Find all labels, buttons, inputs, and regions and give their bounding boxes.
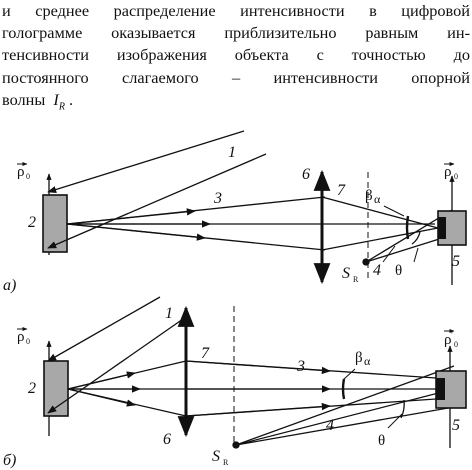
label-rho-left-a: ρ bbox=[17, 164, 25, 180]
label-rho-right-b: ρ bbox=[444, 332, 452, 348]
label-camera-5-a: 5 bbox=[452, 253, 460, 270]
camera-sensor-a bbox=[438, 217, 446, 239]
label-source-S-a: S bbox=[342, 265, 350, 282]
pointer-beta-a bbox=[383, 205, 405, 217]
object-a bbox=[42, 194, 68, 253]
ray-upper-arrow-a bbox=[66, 208, 196, 225]
conv-lower-a bbox=[321, 227, 439, 251]
pointer-theta-a bbox=[413, 247, 419, 263]
label-rho-right-sub-a: 0 bbox=[454, 172, 458, 181]
scheme-a-labels: 2 1 3 6 7 5 4 а) S R β α θ ρ 0 ρ ′ 0 bbox=[3, 144, 460, 294]
label-rho-right-sub-b: 0 bbox=[454, 340, 458, 349]
label-beta-a: β bbox=[365, 188, 373, 204]
ray-lower-arrow-b bbox=[67, 388, 136, 407]
intensity-subscript: R bbox=[58, 101, 65, 113]
label-lens-6-a: 6 bbox=[302, 166, 310, 183]
pointer-beta-b bbox=[343, 368, 356, 380]
paragraph-line-5: волны IR . bbox=[2, 89, 470, 118]
label-rho-left-b: ρ bbox=[17, 329, 25, 345]
label-lens-7-a: 7 bbox=[337, 182, 346, 199]
ray-1-upper-b bbox=[47, 296, 161, 362]
ref-ray-3-b bbox=[235, 406, 455, 446]
label-panel-b: б) bbox=[3, 452, 16, 469]
paragraph-line-5-suffix: . bbox=[69, 89, 74, 109]
paragraph-line-1: и среднее распределение интенсивности в … bbox=[2, 1, 470, 20]
label-rho-left-sub-a: 0 bbox=[26, 172, 30, 181]
label-ray-1-a: 1 bbox=[228, 144, 236, 161]
label-ray-1-b: 1 bbox=[165, 305, 173, 322]
paragraph-line-3: тенсивности изображения объекта с точнос… bbox=[2, 45, 470, 65]
camera-sensor-b bbox=[436, 378, 445, 400]
ray-lower-arrow-a bbox=[66, 223, 206, 241]
reference-source-a bbox=[362, 258, 370, 266]
scheme-b-labels: 2 1 3 6 7 5 4 б) S R β α θ ρ 0 ρ ′ 0 bbox=[3, 305, 460, 469]
label-source-sub-a: R bbox=[353, 275, 359, 284]
label-beta-b: β bbox=[355, 350, 363, 366]
theta-arc-a bbox=[411, 231, 421, 245]
reference-source-b bbox=[232, 441, 240, 449]
ref-ray-1-b bbox=[235, 365, 455, 446]
label-source-sub-b: R bbox=[223, 458, 229, 467]
label-lens-6-b: 6 bbox=[163, 431, 171, 448]
paragraph-line-2: голограмме оказывается приблизительно ра… bbox=[2, 23, 470, 43]
scheme-b bbox=[43, 296, 467, 449]
label-object-b: 2 bbox=[28, 380, 36, 397]
label-ray-3-b: 3 bbox=[296, 358, 305, 375]
par-upper-arrow-b bbox=[185, 360, 331, 375]
label-source-S-b: S bbox=[212, 448, 220, 465]
label-theta-a: θ bbox=[395, 263, 402, 279]
label-rho-right-prime-b: ′ bbox=[451, 329, 453, 341]
ref-ray-2-b bbox=[235, 388, 455, 446]
label-beta-sub-a: α bbox=[374, 192, 381, 206]
label-camera-5-b: 5 bbox=[452, 417, 460, 434]
label-source-4-b: 4 bbox=[326, 417, 334, 434]
label-panel-a: а) bbox=[3, 277, 16, 294]
scheme-a bbox=[42, 130, 467, 285]
ray-1-lower-a bbox=[47, 153, 267, 249]
beta-arc-b bbox=[341, 378, 346, 400]
label-source-4-a: 4 bbox=[373, 262, 381, 279]
label-rho-right-a: ρ bbox=[444, 164, 452, 180]
label-ray-3-a: 3 bbox=[213, 190, 222, 207]
label-object-a: 2 bbox=[28, 214, 36, 231]
pointer-4-a bbox=[382, 245, 396, 263]
label-beta-sub-b: α bbox=[364, 354, 371, 368]
conv-upper-a bbox=[321, 196, 439, 229]
beta-arc-a bbox=[405, 215, 410, 240]
intensity-symbol: I bbox=[53, 89, 59, 109]
label-theta-b: θ bbox=[378, 433, 385, 449]
ray-1-lower-b bbox=[47, 318, 184, 414]
label-lens-7-b: 7 bbox=[201, 345, 210, 362]
ray-1-upper-a bbox=[47, 130, 245, 194]
label-rho-left-sub-b: 0 bbox=[26, 337, 30, 346]
body-paragraph: и среднее распределение интенсивности в … bbox=[2, 0, 470, 118]
paragraph-line-5-prefix: волны bbox=[2, 89, 46, 109]
paragraph-line-4: постоянного слагаемого – интенсивности о… bbox=[2, 67, 470, 87]
label-rho-right-prime-a: ′ bbox=[451, 161, 453, 173]
scheme-b-rho-arrows bbox=[17, 327, 455, 333]
theta-arc-b bbox=[400, 399, 405, 419]
ray-upper-arrow-b bbox=[67, 371, 136, 390]
par-lower-arrow-b bbox=[185, 402, 331, 417]
pointer-theta-b bbox=[387, 413, 403, 429]
